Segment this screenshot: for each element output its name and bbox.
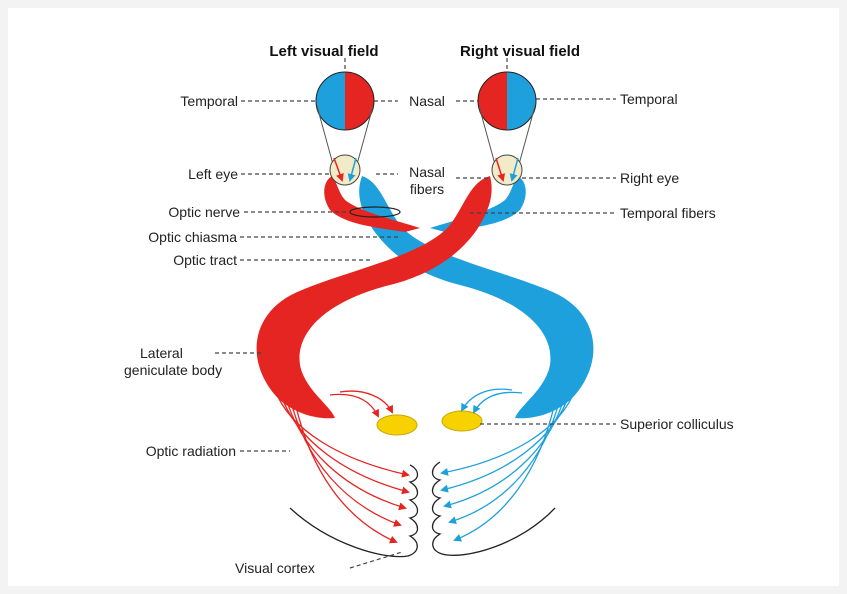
nasal-fibers-label-line2: fibers xyxy=(410,181,444,197)
left-superior-colliculus xyxy=(377,415,417,435)
lateral-geniculate-label-line2: geniculate body xyxy=(124,362,222,378)
temporal-right-label: Temporal xyxy=(620,91,678,107)
right-eye xyxy=(492,155,522,185)
optic-radiation-label: Optic radiation xyxy=(146,443,236,459)
nasal-label: Nasal xyxy=(409,93,445,109)
right-visual-field-circle xyxy=(478,72,536,130)
lateral-geniculate-label-line1: Lateral xyxy=(140,345,183,361)
temporal-fibers-label: Temporal fibers xyxy=(620,205,716,221)
nasal-fibers-label-line1: Nasal xyxy=(409,164,445,180)
right-eye-label: Right eye xyxy=(620,170,679,186)
left-eye xyxy=(330,155,360,185)
optic-tract-label: Optic tract xyxy=(173,252,237,268)
optic-nerve-label: Optic nerve xyxy=(168,204,240,220)
optic-chiasma-label: Optic chiasma xyxy=(148,229,237,245)
right-superior-colliculus xyxy=(442,411,482,431)
superior-colliculus-label: Superior colliculus xyxy=(620,416,734,432)
temporal-left-label: Temporal xyxy=(180,93,238,109)
left-eye-label: Left eye xyxy=(188,166,238,182)
left-visual-field-title: Left visual field xyxy=(269,43,378,60)
right-visual-field-title: Right visual field xyxy=(460,43,580,60)
left-visual-field-circle xyxy=(316,72,374,130)
visual-cortex-label: Visual cortex xyxy=(235,560,315,576)
